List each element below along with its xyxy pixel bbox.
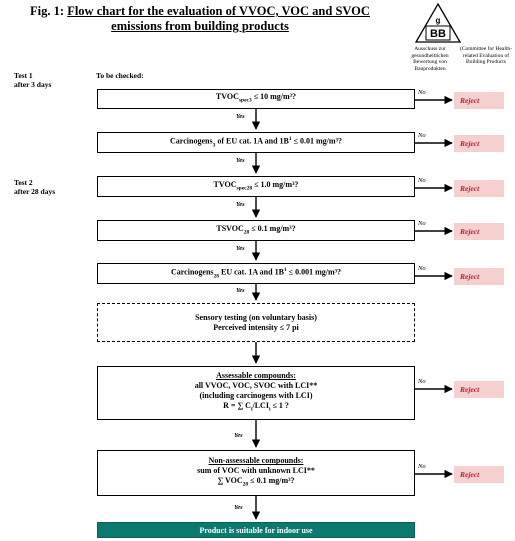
logo-caption-de: Ausschuss zur gesundheitlichen Bewertung… [411,46,449,72]
agbb-logo: g BB [413,2,463,44]
no-label: No [418,463,426,470]
step-carcinogens-28d: Carcinogens28 EU cat. 1A and 1B1 ≤ 0.001… [97,263,415,284]
reject-box: Reject [454,466,504,483]
step-assessable-compounds: Assessable compounds: all VVOC, VOC, SVO… [97,366,415,420]
yes-label: Yes [236,201,245,208]
svg-text:g: g [436,16,441,25]
no-label: No [418,220,426,227]
sensory-line-2: Perceived intensity ≤ 7 pi [213,322,299,332]
figure-number: Fig. 1: [30,4,65,18]
step-tsvoc-28d: TSVOC28 ≤ 0.1 mg/m³? [97,220,415,241]
non-assessable-heading: Non-assessable compounds: [208,456,304,466]
title-line-1: Flow chart for the evaluation of VVOC, V… [67,4,370,18]
step-carcinogens-3d: Carcinogens3 of EU cat. 1A and 1B1 ≤ 0.0… [97,132,415,153]
reject-box: Reject [454,180,504,197]
no-label: No [418,265,426,272]
no-label: No [418,378,426,385]
reject-box: Reject [454,268,504,285]
no-label: No [418,177,426,184]
title-line-2: emissions from building products [111,19,289,33]
result-suitable: Product is suitable for indoor use [97,522,415,538]
no-label: No [418,89,426,96]
reject-box: Reject [454,135,504,152]
step-tvoc-28d: TVOCspec28 ≤ 1.0 mg/m³? [97,176,415,197]
step-non-assessable-compounds: Non-assessable compounds: sum of VOC wit… [97,450,415,496]
sensory-line-1: Sensory testing (on voluntary basis) [195,312,317,322]
reject-box: Reject [454,92,504,109]
svg-text:BB: BB [430,28,446,40]
assessable-heading: Assessable compounds: [216,371,296,381]
yes-label: Yes [236,113,245,120]
yes-label: Yes [236,287,245,294]
no-label: No [418,132,426,139]
yes-label: Yes [236,245,245,252]
reject-box: Reject [454,223,504,240]
reject-box: Reject [454,381,504,398]
step-sensory-testing: Sensory testing (on voluntary basis) Per… [97,303,415,342]
to-check-label: To be checked: [96,71,144,80]
yes-label: Yes [236,157,245,164]
logo-caption-en: (Committee for Health-related Evaluation… [460,46,512,65]
step-tvoc-3d: TVOCspec3 ≤ 10 mg/m³? [97,89,415,109]
figure-title: Fig. 1: Flow chart for the evaluation of… [10,4,390,34]
yes-label: Yes [234,504,243,511]
yes-label: Yes [234,432,243,439]
